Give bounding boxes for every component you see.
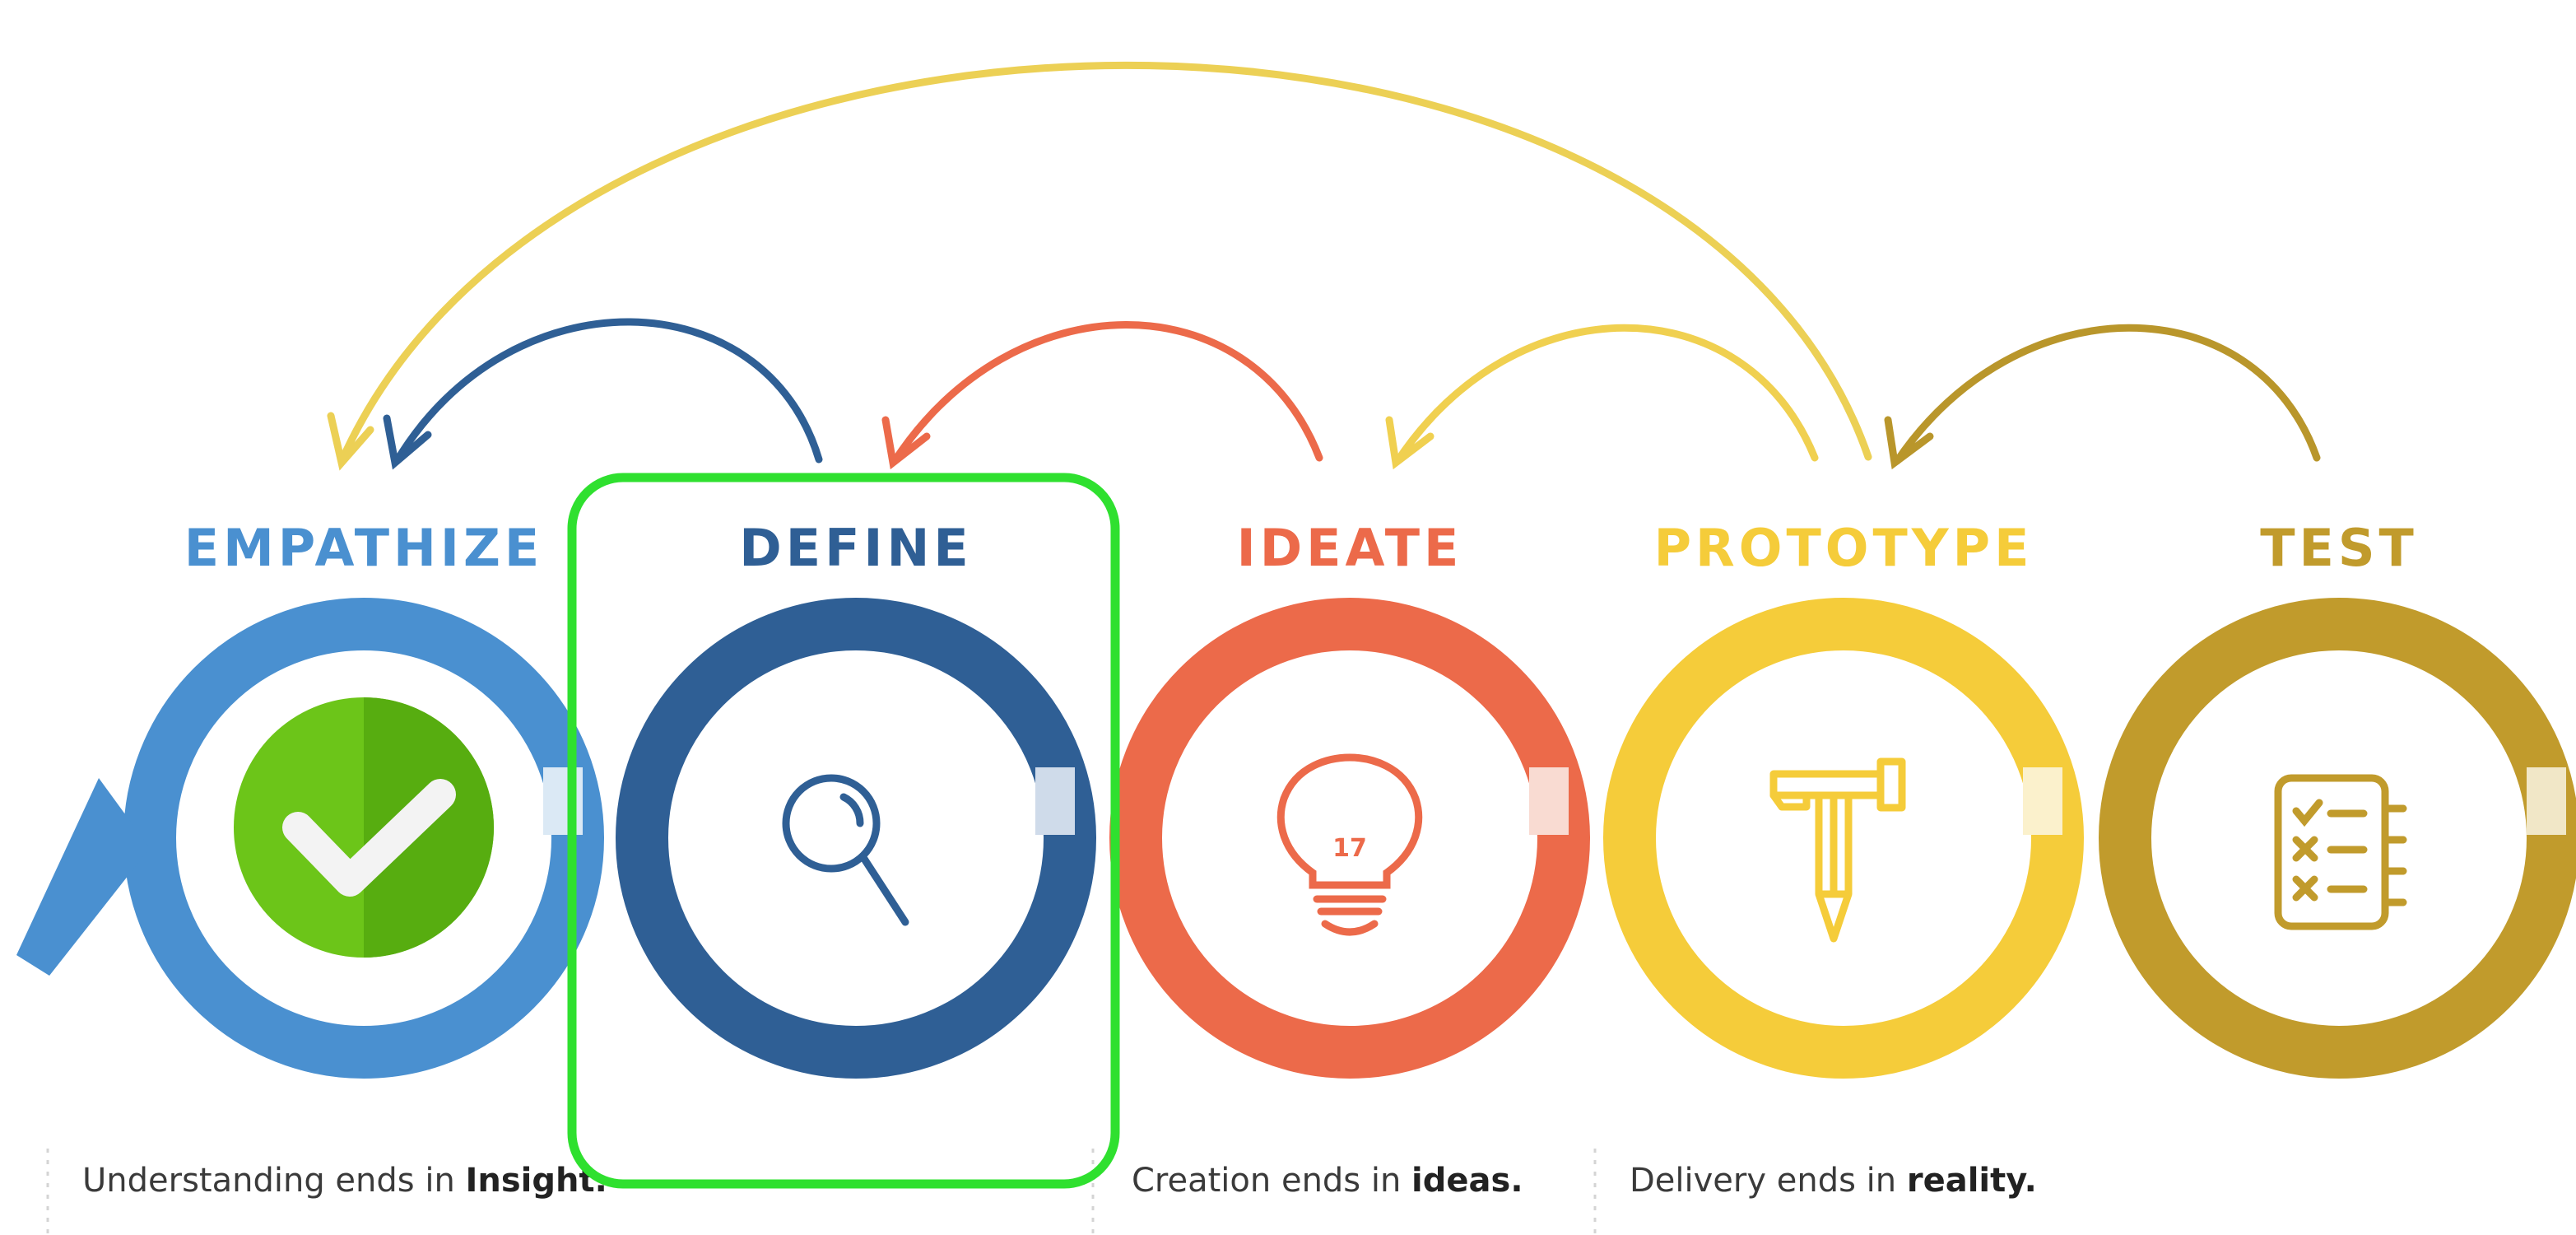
ring-prototype [1603,598,2084,1079]
checkmark-icon [234,697,494,958]
caption-prototype: Delivery ends in reality. [1630,1162,2037,1200]
caption-prototype-prefix: Delivery ends in [1630,1162,1907,1200]
lightbulb-icon: 17 [1276,753,1423,936]
arc-prototype-to-empathize [337,62,1872,465]
caption-empathize-prefix: Understanding ends in [82,1162,466,1200]
caption-prototype-emphasis: reality. [1907,1162,2037,1200]
arc-define-to-empathize [393,318,823,465]
stage-title-empathize: EMPATHIZE [184,518,544,578]
caption-dividers [46,1149,1597,1235]
caption-ideate-emphasis: ideas. [1411,1162,1523,1200]
ring-test [2099,598,2576,1079]
caption-ideate-prefix: Creation ends in [1132,1162,1411,1200]
arc-test-to-prototype [1893,324,2321,465]
arrowhead-define-to-empathize [383,414,432,470]
bulb-number-label: 17 [1332,834,1367,863]
ring-tail-empathize [16,778,150,976]
captions: Understanding ends in Insight. Creation … [82,1162,2037,1200]
stage-title-define: DEFINE [739,518,972,578]
caption-empathize: Understanding ends in Insight. [82,1162,607,1200]
arrowhead-test-to-prototype [1884,416,1934,470]
hammer-pencil-icon [1769,757,1906,943]
caption-ideate: Creation ends in ideas. [1132,1162,1523,1200]
magnifier-icon [782,774,909,926]
arrowhead-prototype-to-empathize [327,412,374,471]
ring-ideate [1109,598,1590,1079]
checklist-icon [2274,774,2407,930]
arc-prototype-to-ideate [1393,324,1819,465]
feedback-arrows [327,62,2321,471]
arrowhead-ideate-to-define [881,416,931,470]
arrowhead-prototype-to-ideate [1385,416,1434,470]
stage-title-test: TEST [2260,518,2418,578]
stage-titles: EMPATHIZE DEFINE IDEATE PROTOTYPE TEST [184,518,2418,578]
define-highlight-box [567,473,1120,1189]
stage-title-ideate: IDEATE [1237,518,1463,578]
arc-ideate-to-define [890,321,1323,465]
ring-define [616,598,1096,1079]
stage-title-prototype: PROTOTYPE [1654,518,2034,578]
stage-rings [16,598,2576,1079]
